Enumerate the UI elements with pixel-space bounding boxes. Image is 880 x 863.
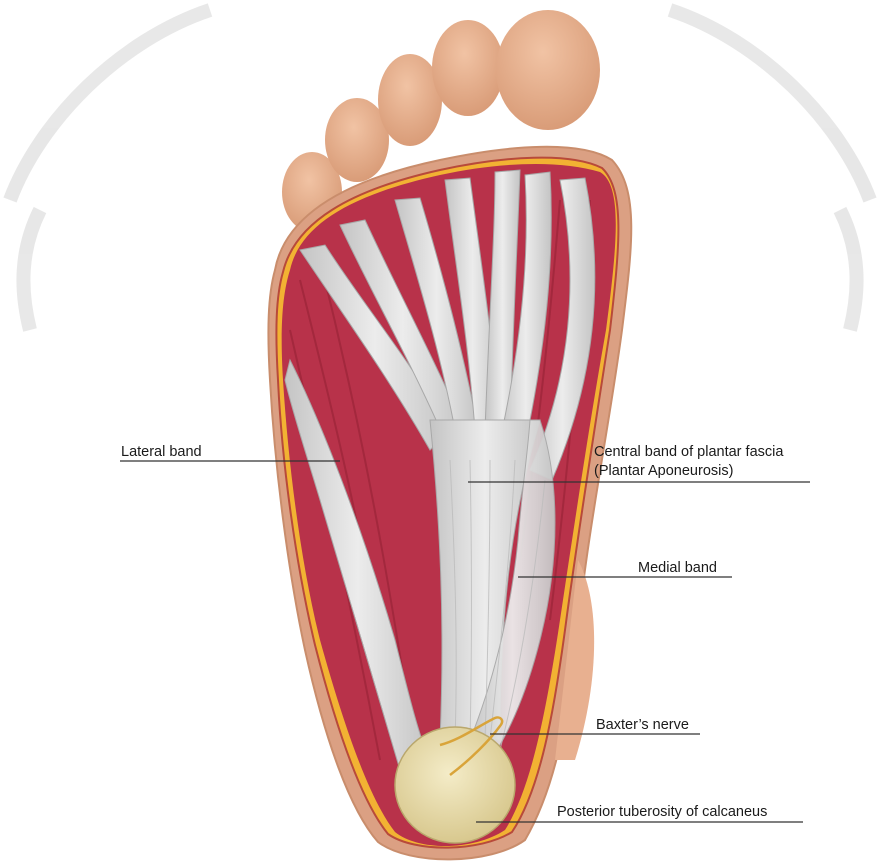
medial-band-label: Medial band (638, 560, 717, 576)
central-band-label-line1: Central band of plantar fascia (594, 444, 784, 460)
calcaneus-bone (395, 727, 515, 843)
lateral-band-label: Lateral band (121, 444, 202, 460)
posterior-tuberosity-label: Posterior tuberosity of calcaneus (557, 804, 767, 820)
second-toe (432, 20, 504, 116)
baxters-nerve-label: Baxter’s nerve (596, 717, 689, 733)
central-band-label-line2: (Plantar Aponeurosis) (594, 463, 733, 479)
foot-illustration (268, 10, 631, 859)
big-toe (496, 10, 600, 130)
